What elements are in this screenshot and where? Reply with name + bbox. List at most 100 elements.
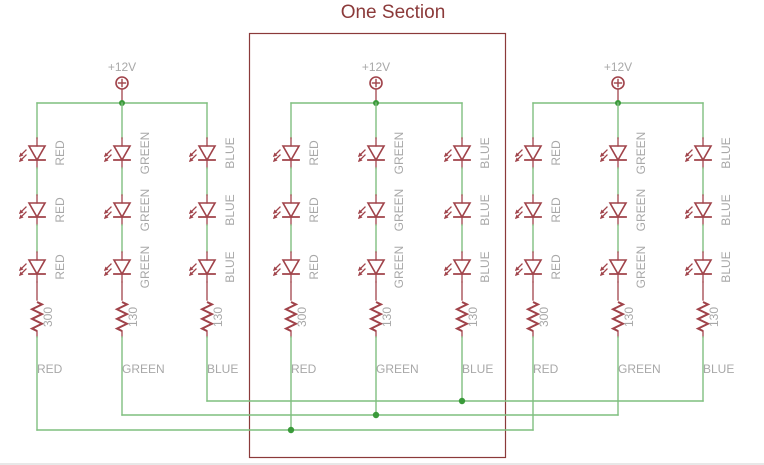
net-label: RED <box>37 362 63 376</box>
resistor-value: 130 <box>707 307 721 327</box>
led-arrow-head <box>273 271 278 276</box>
supply-label: +12V <box>362 60 390 74</box>
led-icon <box>366 145 386 162</box>
led-arrow-head <box>685 214 690 219</box>
net-label: GREEN <box>122 362 165 376</box>
led-label: BLUE <box>478 137 492 168</box>
led-arrow-head <box>189 152 194 157</box>
led-arrow-head <box>189 157 194 162</box>
led-arrow-head <box>104 157 109 162</box>
led-arrow-head <box>515 266 520 271</box>
led-label: GREEN <box>138 189 152 232</box>
led-icon <box>608 145 628 162</box>
led-arrow-head <box>19 157 24 162</box>
led-label: BLUE <box>719 194 733 225</box>
led-arrow-head <box>273 266 278 271</box>
led-arrow-head <box>358 152 363 157</box>
resistor-value: 130 <box>126 307 140 327</box>
led-arrow-head <box>19 209 24 214</box>
led-arrow-head <box>600 266 605 271</box>
net-label: RED <box>533 362 559 376</box>
led-icon <box>27 145 47 162</box>
led-label: RED <box>549 197 563 223</box>
led-label: RED <box>53 197 67 223</box>
led-icon <box>452 202 472 219</box>
led-label: BLUE <box>719 251 733 282</box>
section-title-text: One Section <box>340 2 446 23</box>
net-label: GREEN <box>618 362 661 376</box>
supply-label: +12V <box>108 60 136 74</box>
led-arrow-head <box>273 152 278 157</box>
led-arrow-head <box>600 214 605 219</box>
led-arrow-head <box>600 209 605 214</box>
led-arrow-head <box>444 209 449 214</box>
circuit-section-3: +12VREDREDRED300REDGREENGREENGREEN130GRE… <box>515 60 734 431</box>
led-label: RED <box>549 254 563 280</box>
led-label: BLUE <box>478 251 492 282</box>
led-label: RED <box>307 254 321 280</box>
led-icon <box>608 259 628 276</box>
junction-dot <box>458 397 466 405</box>
led-icon <box>27 202 47 219</box>
led-arrow-head <box>104 214 109 219</box>
net-label: BLUE <box>207 362 238 376</box>
led-label: BLUE <box>223 251 237 282</box>
led-label: RED <box>549 140 563 166</box>
led-label: GREEN <box>634 132 648 175</box>
led-icon <box>693 259 713 276</box>
resistor-icon <box>695 301 711 332</box>
junction-dot <box>372 411 380 419</box>
resistor-icon <box>610 301 626 332</box>
led-arrow-head <box>515 214 520 219</box>
led-icon <box>27 259 47 276</box>
led-arrow-head <box>515 152 520 157</box>
net-label: BLUE <box>703 362 734 376</box>
led-icon <box>281 202 301 219</box>
led-icon <box>197 202 217 219</box>
led-arrow-head <box>515 209 520 214</box>
led-icon <box>523 145 543 162</box>
led-label: RED <box>307 197 321 223</box>
bottom-divider <box>0 463 764 465</box>
led-label: GREEN <box>392 189 406 232</box>
led-arrow-head <box>19 271 24 276</box>
led-label: BLUE <box>223 194 237 225</box>
net-label: GREEN <box>376 362 419 376</box>
led-arrow-head <box>358 214 363 219</box>
led-arrow-head <box>19 214 24 219</box>
led-label: BLUE <box>478 194 492 225</box>
led-arrow-head <box>358 209 363 214</box>
led-icon <box>197 145 217 162</box>
led-arrow-head <box>104 271 109 276</box>
led-arrow-head <box>358 266 363 271</box>
resistor-value: 130 <box>622 307 636 327</box>
resistor-icon <box>199 301 215 332</box>
led-arrow-head <box>358 271 363 276</box>
resistor-value: 130 <box>211 307 225 327</box>
resistor-icon <box>114 301 130 332</box>
led-label: GREEN <box>634 246 648 289</box>
led-label: RED <box>53 254 67 280</box>
led-label: GREEN <box>392 132 406 175</box>
led-label: GREEN <box>392 246 406 289</box>
led-arrow-head <box>685 271 690 276</box>
resistor-icon <box>454 301 470 332</box>
resistor-value: 130 <box>380 307 394 327</box>
led-arrow-head <box>19 266 24 271</box>
resistor-icon <box>525 301 541 332</box>
led-arrow-head <box>189 266 194 271</box>
resistor-value: 300 <box>537 307 551 327</box>
led-icon <box>366 202 386 219</box>
led-arrow-head <box>189 271 194 276</box>
led-arrow-head <box>273 157 278 162</box>
led-arrow-head <box>515 157 520 162</box>
led-arrow-head <box>444 266 449 271</box>
led-icon <box>608 202 628 219</box>
resistor-icon <box>368 301 384 332</box>
led-arrow-head <box>273 214 278 219</box>
